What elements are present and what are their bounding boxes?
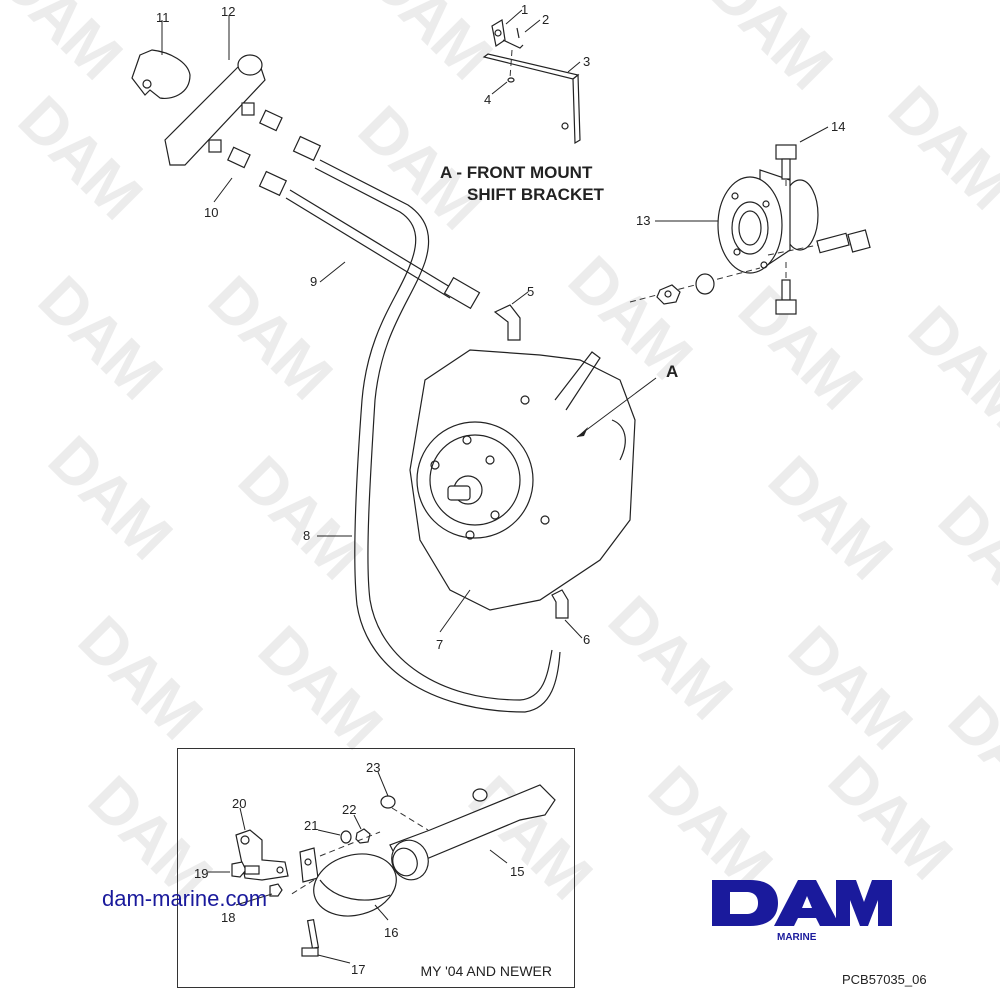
part-number-label: 3: [583, 54, 591, 69]
part-number-label: 22: [342, 802, 357, 817]
website-link[interactable]: dam-marine.com: [102, 886, 268, 911]
part-number-label: 5: [527, 284, 535, 299]
part-number-label: 17: [351, 962, 366, 977]
part-number-label: 10: [204, 205, 219, 220]
part-number-label: 20: [232, 796, 247, 811]
shift-bracket-assembly: [482, 9, 581, 145]
coupler-assembly: [629, 126, 871, 315]
part-number-label: 1: [521, 2, 529, 17]
section-title-line1: A - FRONT MOUNT: [440, 163, 593, 182]
part-number-label: 18: [221, 910, 236, 925]
part-number-label: 21: [304, 818, 319, 833]
inset-caption: MY '04 AND NEWER: [420, 963, 552, 979]
part-number-label: 23: [366, 760, 381, 775]
hoses: [285, 159, 561, 713]
section-title: A - FRONT MOUNT SHIFT BRACKET: [440, 162, 604, 206]
callout-letter-a: A: [666, 362, 679, 381]
part-number-label: 8: [303, 528, 311, 543]
part-number-label: 7: [436, 637, 444, 652]
part-number-label: 19: [194, 866, 209, 881]
part-number-label: 4: [484, 92, 492, 107]
logo-subtext: MARINE: [777, 932, 817, 943]
part-number-label: 15: [510, 864, 525, 879]
part-number-label: 12: [221, 4, 236, 19]
part-number-label: 6: [583, 632, 591, 647]
inset-box: MY '04 AND NEWER: [177, 748, 575, 988]
part-number-label: 11: [156, 10, 170, 25]
dam-logo: [712, 880, 892, 926]
inset-parts: [208, 771, 556, 964]
part-number-label: 14: [831, 119, 846, 134]
drawing-code: PCB57035_06: [842, 972, 927, 987]
tee-manifold-assembly: [131, 15, 322, 203]
part-number-label: 13: [636, 213, 651, 228]
part-number-label: 16: [384, 925, 399, 940]
part-number-label: 9: [310, 274, 318, 289]
part-number-label: 2: [542, 12, 550, 27]
section-title-line2: SHIFT BRACKET: [467, 185, 604, 204]
pump-housing: [409, 349, 657, 639]
